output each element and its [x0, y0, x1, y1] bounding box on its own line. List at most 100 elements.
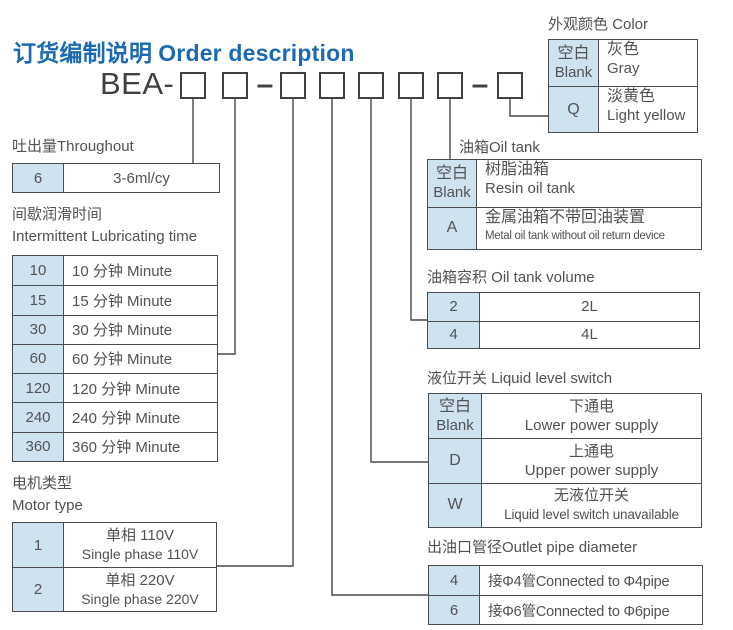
value-cell: 下通电 Lower power supply [481, 394, 701, 439]
value-cell: 无液位开关 Liquid level switch unavailable [481, 482, 701, 527]
code-box-level-switch [358, 72, 384, 99]
model-prefix: BEA- [100, 66, 175, 101]
code-zh: 空白 [557, 45, 590, 62]
level-switch-label: 液位开关 Liquid level switch [427, 370, 613, 387]
code-box-throughput [180, 72, 206, 99]
lube-time-label-zh: 间歇润滑时间 [12, 206, 103, 223]
value-en: Liquid level switch unavailable [504, 507, 679, 523]
value-cell: 30 分钟 Minute [63, 314, 217, 344]
code-cell: A [428, 206, 476, 249]
color-label: 外观颜色 Color [548, 16, 649, 33]
code-box-oil-tank [437, 72, 463, 99]
value-cell: 单相 220V Single phase 220V [63, 567, 216, 611]
throughput-table: 6 3-6ml/cy [12, 163, 220, 193]
level-switch-table: 空白 Blank 下通电 Lower power supply D 上通电 Up… [428, 393, 702, 528]
value-zh: 无液位开关 [553, 487, 629, 505]
motor-type-table: 1 单相 110V Single phase 110V 2 单相 220V Si… [12, 522, 217, 612]
page-title-en: Order description [158, 40, 355, 66]
code-zh: 空白 [438, 398, 471, 416]
value-cell: 60 分钟 Minute [63, 343, 217, 374]
code-cell: 6 [13, 164, 63, 192]
value-zh: 单相 110V [105, 527, 175, 544]
code-box-motor-type [280, 72, 306, 99]
value-en: Gray [607, 60, 640, 77]
value-cell: 接Φ4管Connected to Φ4pipe [479, 566, 702, 595]
motor-type-label-zh: 电机类型 [12, 475, 73, 492]
code-cell: 4 [429, 566, 479, 595]
code-cell: 空白 Blank [428, 160, 476, 207]
code-cell: 空白 Blank [429, 394, 481, 439]
code-cell: 240 [13, 402, 63, 432]
value-cell: 灰色 Gray [598, 40, 697, 86]
outlet-pipe-table: 4 接Φ4管Connected to Φ4pipe 6 接Φ6管Connecte… [428, 565, 703, 625]
value-zh: 灰色 [607, 41, 640, 58]
code-cell: 6 [429, 595, 479, 624]
value-cell: 树脂油箱 Resin oil tank [476, 160, 701, 207]
code-cell: 4 [428, 320, 479, 348]
value-cell: 接Φ6管Connected to Φ6pipe [479, 595, 702, 624]
code-cell: 120 [13, 373, 63, 403]
code-cell: Q [549, 86, 598, 132]
code-cell: 10 [13, 256, 63, 286]
code-separator-dash: – [471, 68, 489, 101]
tank-volume-table: 2 2L 4 4L [427, 292, 700, 349]
value-cell: 4L [479, 320, 699, 348]
value-zh: 树脂油箱 [485, 161, 550, 178]
throughput-label: 吐出量Throughout [12, 138, 134, 155]
value-zh: 上通电 [568, 442, 614, 460]
outlet-pipe-label: 出油口管径Outlet pipe diameter [427, 539, 638, 556]
code-en: Blank [436, 417, 474, 435]
value-en: Lower power supply [524, 417, 659, 435]
value-cell: 360 分钟 Minute [63, 431, 217, 461]
code-cell: 1 [13, 523, 63, 567]
value-en: Light yellow [607, 107, 686, 124]
value-en: Resin oil tank [485, 180, 576, 197]
value-cell: 单相 110V Single phase 110V [63, 523, 216, 567]
code-zh: 空白 [435, 165, 468, 183]
value-cell: 上通电 Upper power supply [481, 438, 701, 483]
code-cell: D [429, 438, 481, 483]
value-en: Metal oil tank without oil return device [485, 229, 665, 242]
lube-time-label-en: Intermittent Lubricating time [12, 228, 198, 245]
value-cell: 15 分钟 Minute [63, 285, 217, 315]
page-title-zh: 订货编制说明 [13, 40, 153, 66]
value-zh: 单相 220V [105, 571, 175, 589]
code-box-outlet-pipe [319, 72, 345, 99]
code-cell: 2 [428, 293, 479, 321]
code-box-color [497, 72, 523, 99]
value-cell: 240 分钟 Minute [63, 402, 217, 432]
value-zh: 下通电 [568, 398, 614, 416]
oil-tank-table: 空白 Blank 树脂油箱 Resin oil tank A 金属油箱不带回油装… [427, 159, 702, 250]
motor-type-label-en: Motor type [12, 497, 83, 514]
color-table: 空白 Blank 灰色 Gray Q 淡黄色 Light yellow [548, 39, 698, 133]
value-en: Single phase 110V [81, 546, 199, 562]
value-zh: 金属油箱不带回油装置 [485, 208, 646, 226]
code-en: Blank [554, 64, 593, 81]
value-zh: 淡黄色 [607, 88, 656, 105]
value-cell: 3-6ml/cy [63, 164, 219, 192]
code-cell: 60 [13, 343, 63, 374]
value-en: Single phase 220V [81, 590, 199, 607]
code-cell: 360 [13, 431, 63, 461]
tank-volume-label: 油箱容积 Oil tank volume [427, 269, 595, 286]
value-en: Upper power supply [524, 461, 659, 479]
value-cell: 金属油箱不带回油装置 Metal oil tank without oil re… [476, 206, 701, 249]
value-cell: 120 分钟 Minute [63, 373, 217, 403]
code-box-tank-volume [398, 72, 424, 99]
code-box-lube-time [222, 72, 248, 99]
code-en: Blank [433, 184, 471, 202]
lube-time-table: 10 10 分钟 Minute 15 15 分钟 Minute 30 30 分钟… [12, 255, 218, 462]
value-cell: 淡黄色 Light yellow [598, 86, 697, 132]
motor-type-label: 电机类型 Motor type [12, 473, 83, 517]
code-cell: 30 [13, 314, 63, 344]
lube-time-label: 间歇润滑时间 Intermittent Lubricating time [12, 204, 197, 248]
code-cell: 空白 Blank [549, 40, 598, 86]
code-cell: 2 [13, 567, 63, 611]
code-cell: W [429, 482, 481, 527]
code-separator-dash: – [256, 68, 274, 101]
value-cell: 10 分钟 Minute [63, 256, 217, 286]
value-cell: 2L [479, 293, 699, 321]
